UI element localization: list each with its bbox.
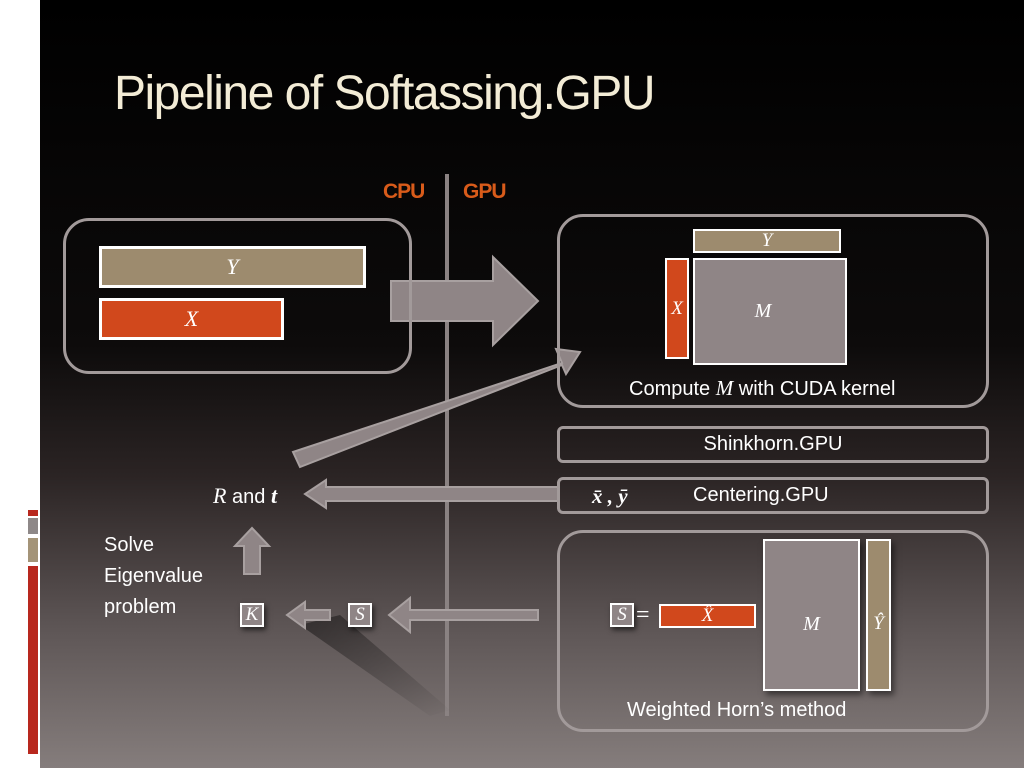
cpu-gpu-divider	[445, 174, 449, 716]
s-matrix-box-gpu: S	[610, 603, 634, 627]
kernel-caption: Compute M with CUDA kernel	[629, 376, 896, 401]
x-point-set-box: X	[99, 298, 284, 340]
shadow-diagonal	[300, 615, 450, 716]
kernel-m-label: M	[754, 300, 772, 322]
upload-arrow	[390, 254, 540, 348]
y-label: Y	[226, 254, 239, 279]
decor-stripe-red-long	[28, 566, 38, 754]
horn-to-s-arrow	[387, 595, 539, 635]
centering-to-rt-arrow	[303, 478, 559, 510]
centering-gpu-label: Centering.GPU	[693, 484, 829, 506]
kernel-caption-var: M	[715, 376, 734, 400]
y-point-set-box: Y	[99, 246, 366, 288]
centering-gpu-bar: x̄ , ȳ Centering.GPU	[557, 477, 989, 514]
s-to-k-arrow	[285, 600, 331, 630]
s-label-cpu: S	[355, 604, 365, 625]
kernel-y-box: Y	[693, 229, 841, 253]
input-data-panel	[63, 218, 412, 374]
shinkhorn-gpu-bar: Shinkhorn.GPU	[557, 426, 989, 463]
result-r-and-t: R and t	[213, 483, 277, 509]
mean-vectors-label: x̄ , ȳ	[592, 484, 628, 508]
kernel-x-label: X	[671, 297, 683, 319]
decor-stripe-gray	[28, 518, 38, 534]
decor-stripe-red-top	[28, 510, 38, 516]
k-label: K	[245, 604, 259, 625]
yhat-label: Ŷ	[873, 613, 884, 634]
shinkhorn-gpu-label: Shinkhorn.GPU	[703, 433, 843, 455]
slide-title: Pipeline of Softassing.GPU	[114, 67, 655, 120]
equals-sign: =	[636, 602, 650, 628]
xhat-box: X̂	[659, 604, 756, 628]
r-var: R	[213, 483, 227, 508]
k-matrix-box: K	[240, 603, 264, 627]
xhat-label: X̂	[701, 605, 714, 626]
and-text: and	[226, 486, 271, 508]
kernel-m-matrix: M	[693, 258, 847, 365]
solve-eigenvalue-text: Solve Eigenvalue problem	[104, 530, 203, 623]
solve-line-2: Eigenvalue	[104, 565, 203, 587]
cuda-kernel-panel	[557, 214, 989, 408]
weighted-horn-panel	[557, 530, 989, 732]
horn-m-label: M	[803, 612, 820, 635]
s-matrix-box-cpu: S	[348, 603, 372, 627]
solve-line-1: Solve	[104, 534, 155, 556]
decor-stripe-tan	[28, 538, 38, 562]
loop-arrow	[291, 347, 582, 469]
kernel-y-label: Y	[761, 230, 773, 251]
kernel-x-box: X	[665, 258, 689, 359]
yhat-box: Ŷ	[866, 539, 891, 691]
k-to-solve-arrow	[232, 526, 272, 575]
kernel-caption-prefix: Compute	[629, 378, 716, 400]
solve-line-3: problem	[104, 596, 177, 618]
x-label: X	[184, 306, 199, 331]
horn-m-matrix: M	[763, 539, 860, 691]
cpu-label: CPU	[383, 180, 425, 203]
s-label-gpu: S	[617, 604, 627, 625]
weighted-horn-caption: Weighted Horn’s method	[627, 699, 847, 721]
gpu-label: GPU	[463, 180, 507, 203]
t-var: t	[270, 483, 278, 508]
kernel-caption-suffix: with CUDA kernel	[733, 378, 896, 400]
